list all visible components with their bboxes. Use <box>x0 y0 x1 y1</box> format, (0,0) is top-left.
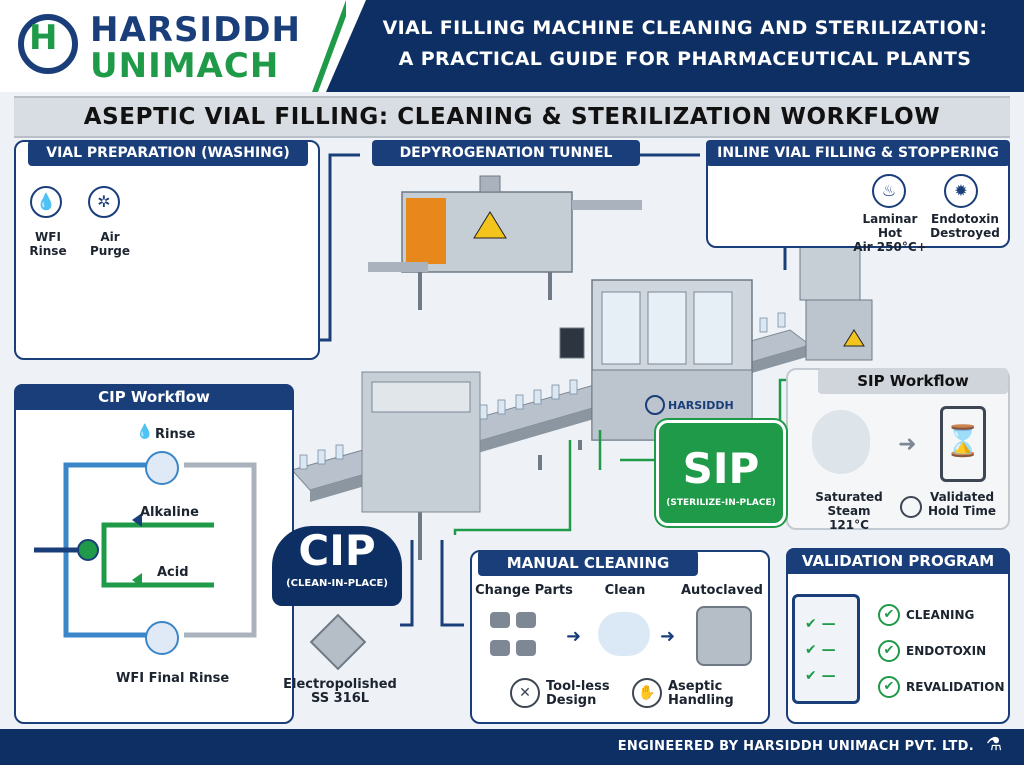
laminar-hot-air-label: Laminar Hot Air 250°C+ <box>853 212 927 254</box>
heat-icon: ♨ <box>872 174 906 208</box>
clock-icon <box>900 496 922 518</box>
page-title-line2: A PRACTICAL GUIDE FOR PHARMACEUTICAL PLA… <box>398 48 972 70</box>
cip-badge-text: CIP <box>298 526 376 575</box>
wrench-icon: ✕ <box>510 678 540 708</box>
arrow-right-icon: ➜ <box>898 432 917 457</box>
cip-title: CIP Workflow <box>14 384 294 410</box>
change-parts-label: Change Parts <box>475 583 573 598</box>
electropolished-ss-label: Electropolished SS 316L <box>283 677 397 706</box>
cip-badge-subtext: (CLEAN-IN-PLACE) <box>286 578 388 589</box>
aseptic-handling-label: Aseptic Handling <box>668 679 734 708</box>
cip-panel <box>14 384 294 724</box>
autoclave-icon <box>696 606 752 666</box>
hourglass-icon: ⌛ <box>940 406 986 482</box>
cip-badge <box>272 526 402 606</box>
brand-name-line1: HARSIDDH <box>90 10 301 50</box>
air-nozzle-icon: ✲ <box>88 186 120 218</box>
hand-icon: ✋ <box>632 678 662 708</box>
flask-icon: ⚗ <box>986 734 1003 755</box>
saturated-steam-label: Saturated Steam 121°C <box>815 490 883 532</box>
logo-letter: H <box>29 18 58 58</box>
cip-step-alkaline: Alkaline <box>140 505 199 520</box>
logo-icon <box>18 14 78 74</box>
sip-badge-text: SIP <box>682 444 760 493</box>
validation-title: VALIDATION PROGRAM <box>786 548 1010 574</box>
cip-step-acid: Acid <box>157 565 189 580</box>
vial-preparation-panel <box>14 140 320 360</box>
check-icon: ✔ <box>878 640 900 662</box>
clean-foam-icon <box>598 612 650 656</box>
brand-name-line2: UNIMACH <box>90 46 280 86</box>
footer <box>0 729 1024 765</box>
arrow-right-icon: ➜ <box>660 626 676 647</box>
clean-label: Clean <box>604 583 646 598</box>
manual-cleaning-title: MANUAL CLEANING <box>478 550 698 576</box>
water-drop-icon: 💧 <box>30 186 62 218</box>
steam-cloud-icon <box>812 410 870 474</box>
footer-text: ENGINEERED BY HARSIDDH UNIMACH PVT. LTD. <box>617 739 974 754</box>
validation-cleaning: CLEANING <box>906 608 975 622</box>
wfi-rinse-label: WFI Rinse <box>29 230 67 258</box>
autoclaved-label: Autoclaved <box>681 583 763 598</box>
cip-step-rinse: Rinse <box>155 427 196 442</box>
cip-step-wfi-final-rinse: WFI Final Rinse <box>116 671 230 686</box>
vial-preparation-title: VIAL PREPARATION (WASHING) <box>28 140 308 166</box>
endotoxin-destroyed-label: Endotoxin Destroyed <box>930 212 1000 240</box>
clipboard-icon: ✔ —✔ —✔ — <box>792 594 860 704</box>
check-icon: ✔ <box>878 604 900 626</box>
cip-loop-diagram <box>34 451 257 655</box>
rinse-drop-icon: 💧 <box>136 424 154 440</box>
workflow-heading: ASEPTIC VIAL FILLING: CLEANING & STERILI… <box>14 96 1010 138</box>
sip-title: SIP Workflow <box>818 368 1008 394</box>
check-icon: ✔ <box>878 676 900 698</box>
header-title-band <box>326 0 1024 92</box>
validation-endotoxin: ENDOTOXIN <box>906 644 987 658</box>
depyrogenation-title: DEPYROGENATION TUNNEL <box>372 140 640 166</box>
page-title-line1: VIAL FILLING MACHINE CLEANING AND STERIL… <box>382 17 988 39</box>
change-parts-icon <box>490 612 558 662</box>
arrow-right-icon: ➜ <box>566 626 582 647</box>
sip-badge <box>656 420 786 526</box>
air-purge-label: Air Purge <box>90 230 130 258</box>
validation-revalidation: REVALIDATION <box>906 680 1005 694</box>
filling-title: INLINE VIAL FILLING & STOPPERING <box>706 140 1010 166</box>
sip-badge-subtext: (STERILIZE-IN-PLACE) <box>666 498 776 508</box>
virus-icon: ✹ <box>944 174 978 208</box>
machine-brand-label: HARSIDDH <box>668 399 734 412</box>
tool-less-design-label: Tool-less Design <box>546 679 610 708</box>
validated-hold-time-label: Validated Hold Time <box>927 490 997 518</box>
